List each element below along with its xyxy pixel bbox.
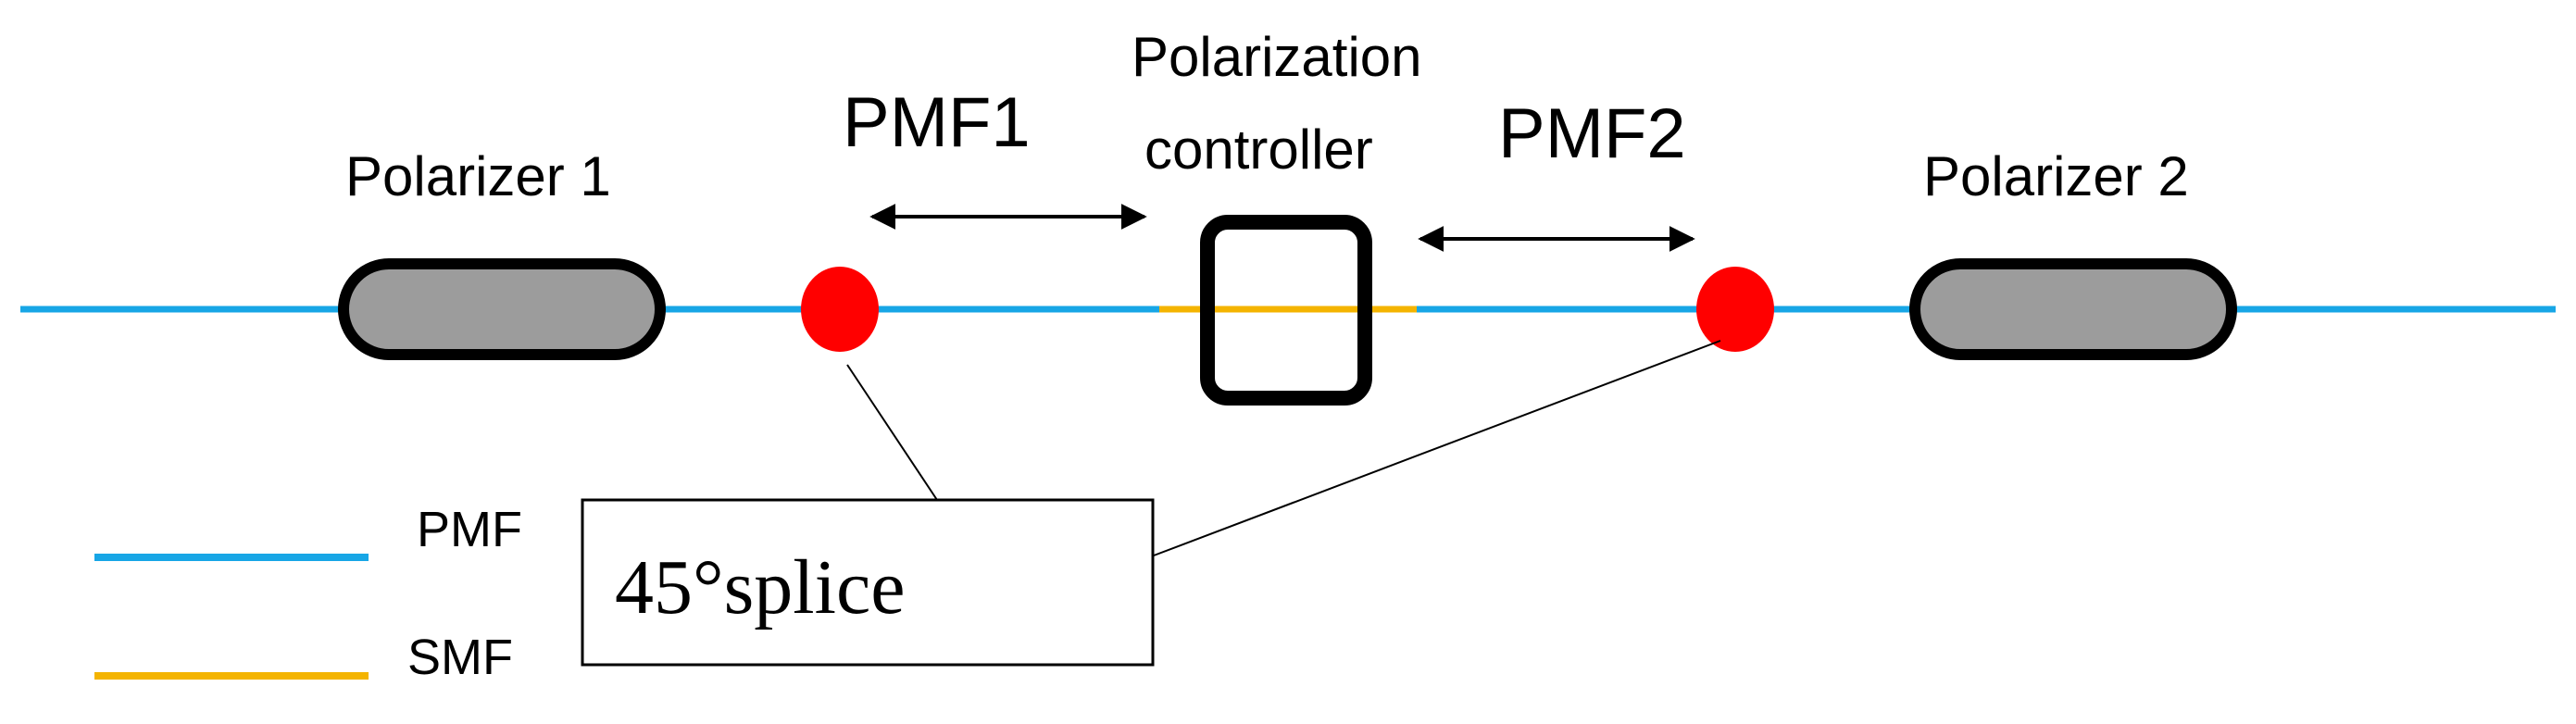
splice-callout-text: 45°splice [615,544,906,630]
polarizer-2 [1909,258,2237,360]
polarizer-1-label: Polarizer 1 [345,145,611,207]
splice-callout-box [581,498,1155,667]
legend-smf-label: SMF [407,630,513,685]
controller-label-line1: Polarization [1132,26,1422,88]
polarization-controller [1200,215,1372,406]
polarizer-1 [338,258,666,360]
legend-pmf-label: PMF [417,502,522,557]
pmf2-label: PMF2 [1498,94,1686,173]
pmf1-label: PMF1 [843,83,1031,162]
splice-point-1 [801,267,879,352]
polarizer-2-label: Polarizer 2 [1923,145,2189,207]
splice-callout-line-2 [1153,340,1721,556]
controller-label-line2: controller [1144,119,1373,181]
splice-point-2 [1696,267,1774,352]
splice-callout-line-1 [846,364,938,501]
